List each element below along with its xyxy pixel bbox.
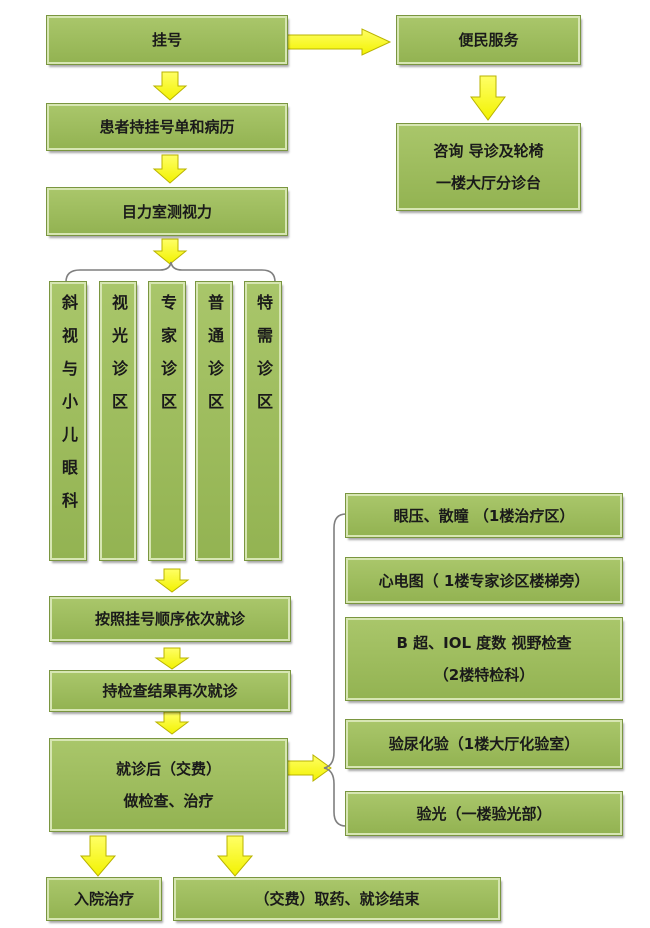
node-order-visit: 按照挂号顺序依次就诊 (49, 596, 291, 642)
zone-special: 特需诊区 (244, 281, 282, 561)
zone-strabismus: 斜视与小儿眼科 (49, 281, 87, 561)
arrow-right-exams (286, 754, 332, 782)
node-vision-test-label: 目力室测视力 (121, 202, 212, 221)
exam-bscan: B 超、IOL 度数 视野检查 （2楼特检科） (345, 617, 623, 701)
arrow-down-patient-docs (152, 154, 188, 184)
zone-expert-label: 专家诊区 (158, 294, 177, 426)
node-after-visit: 就诊后（交费） 做检查、治疗 (49, 738, 288, 832)
node-order-visit-label: 按照挂号顺序依次就诊 (94, 610, 245, 628)
node-patient-docs: 患者持挂号单和病历 (46, 103, 288, 151)
exam-lab-label: 验尿化验（1楼大厅化验室） (388, 735, 580, 753)
node-finish: （交费）取药、就诊结束 (173, 877, 501, 921)
exam-ecg: 心电图（ 1楼专家诊区楼梯旁） (345, 557, 623, 604)
node-hospitalize: 入院治疗 (46, 877, 162, 921)
node-after-line1: 就诊后（交费） (115, 760, 221, 778)
node-after-line2: 做检查、治疗 (123, 792, 214, 810)
arrow-down-vision (152, 238, 188, 265)
arrow-down-convenience (470, 75, 506, 121)
brace-exams (323, 513, 347, 827)
exam-bscan-line1: B 超、IOL 度数 视野检查 (396, 634, 572, 652)
arrow-down-hospitalize (79, 835, 117, 877)
arrow-right-convenience (286, 28, 392, 56)
zone-expert: 专家诊区 (148, 281, 186, 561)
arrow-down-order (154, 647, 190, 670)
exam-optometry: 验光（一楼验光部） (345, 791, 623, 836)
arrow-down-revisit (154, 711, 190, 735)
node-vision-test: 目力室测视力 (46, 187, 288, 236)
node-register-label: 挂号 (151, 31, 182, 49)
brace-zones (65, 261, 276, 283)
arrow-down-zones (154, 568, 190, 593)
zone-optometry: 视光诊区 (99, 281, 137, 561)
arrow-down-finish (216, 835, 254, 877)
node-convenience-label: 便民服务 (458, 31, 519, 49)
zone-optometry-label: 视光诊区 (109, 294, 128, 426)
node-consult: 咨询 导诊及轮椅 一楼大厅分诊台 (396, 123, 581, 211)
node-convenience: 便民服务 (396, 15, 581, 65)
node-finish-label: （交费）取药、就诊结束 (254, 890, 420, 908)
node-consult-line2: 一楼大厅分诊台 (435, 174, 541, 192)
zone-general-label: 普通诊区 (205, 294, 224, 426)
node-hospitalize-label: 入院治疗 (73, 890, 134, 908)
node-patient-docs-label: 患者持挂号单和病历 (99, 118, 235, 136)
exam-pressure-label: 眼压、散瞳 （1楼治疗区） (393, 506, 575, 525)
node-register: 挂号 (46, 15, 288, 65)
zone-special-label: 特需诊区 (254, 294, 273, 426)
exam-pressure: 眼压、散瞳 （1楼治疗区） (345, 493, 623, 538)
exam-bscan-line2: （2楼特检科） (433, 666, 535, 684)
arrow-down-register (152, 71, 188, 101)
zone-strabismus-label: 斜视与小儿眼科 (59, 294, 78, 525)
node-revisit: 持检查结果再次就诊 (49, 670, 291, 712)
exam-optometry-label: 验光（一楼验光部） (416, 804, 552, 823)
node-revisit-label: 持检查结果再次就诊 (102, 682, 238, 700)
zone-general: 普通诊区 (195, 281, 233, 561)
exam-ecg-label: 心电图（ 1楼专家诊区楼梯旁） (378, 571, 590, 590)
node-consult-line1: 咨询 导诊及轮椅 (433, 142, 544, 160)
exam-lab: 验尿化验（1楼大厅化验室） (345, 719, 623, 769)
